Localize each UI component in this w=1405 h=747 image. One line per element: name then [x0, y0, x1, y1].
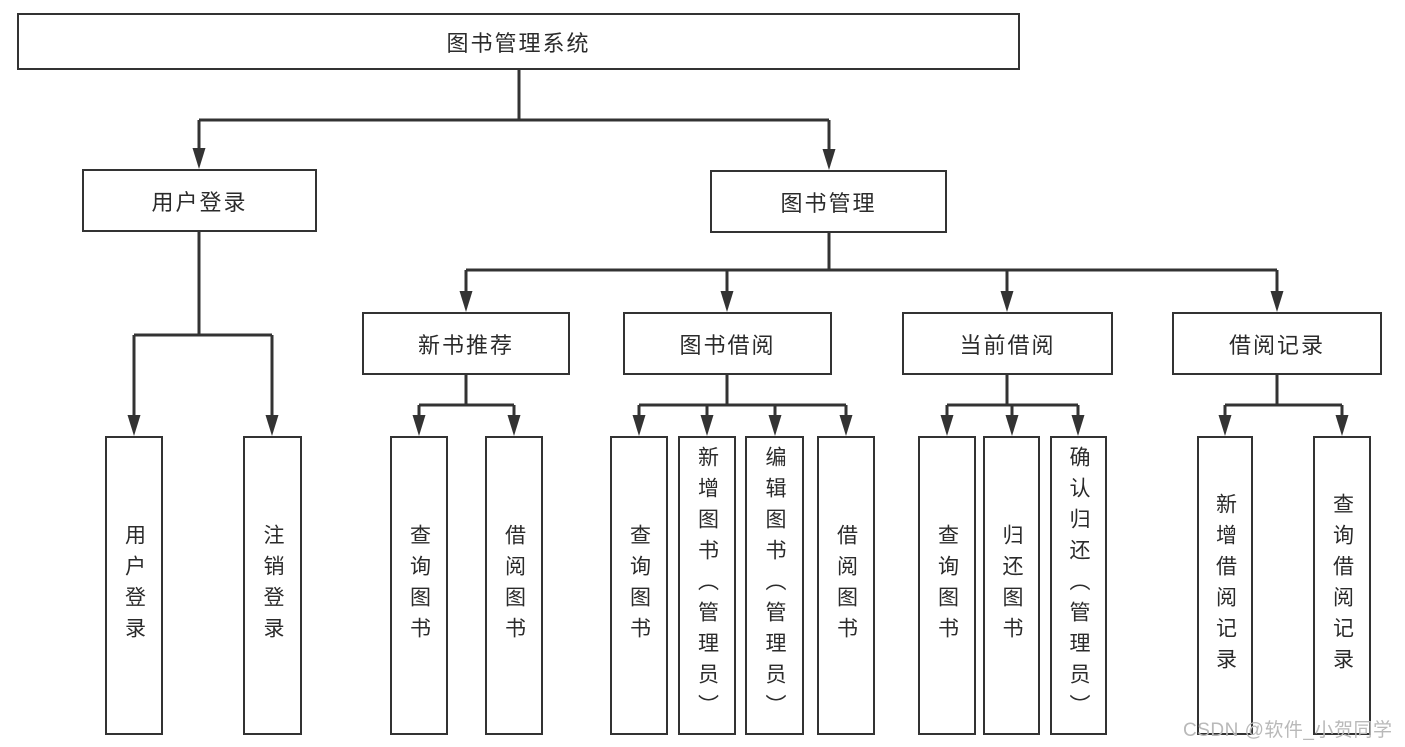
- node-current-borrow-label: 当前借阅: [959, 332, 1056, 358]
- leaf-label: 查询图书: [407, 523, 431, 648]
- leaf-label: 新增图书（管理员）: [695, 446, 719, 725]
- leaf-edit-book-admin: 编辑图书（管理员）: [745, 436, 804, 735]
- node-user-login: 用户登录: [82, 169, 317, 232]
- leaf-user-login: 用户登录: [105, 436, 163, 735]
- leaf-search-book-recommend: 查询图书: [390, 436, 448, 735]
- leaf-search-book-borrow: 查询图书: [610, 436, 668, 735]
- leaf-label: 借阅图书: [834, 523, 858, 648]
- node-book-borrow: 图书借阅: [623, 312, 832, 375]
- node-current-borrow: 当前借阅: [902, 312, 1113, 375]
- leaf-label: 查询图书: [627, 523, 651, 648]
- leaf-label: 借阅图书: [502, 523, 526, 648]
- leaf-add-book-admin: 新增图书（管理员）: [678, 436, 736, 735]
- leaf-label: 用户登录: [122, 523, 146, 648]
- leaf-borrow-book: 借阅图书: [817, 436, 875, 735]
- leaf-label: 确认归还（管理员）: [1067, 446, 1090, 725]
- node-root: 图书管理系统: [17, 13, 1020, 70]
- leaf-label: 查询借阅记录: [1330, 492, 1354, 679]
- leaf-add-borrow-record: 新增借阅记录: [1197, 436, 1253, 735]
- leaf-label: 编辑图书（管理员）: [763, 446, 786, 725]
- leaf-logout: 注销登录: [243, 436, 302, 735]
- node-book-management: 图书管理: [710, 170, 947, 233]
- node-borrow-records-label: 借阅记录: [1228, 332, 1325, 358]
- leaf-label: 新增借阅记录: [1213, 492, 1237, 679]
- leaf-search-book-current: 查询图书: [918, 436, 976, 735]
- leaf-confirm-return-admin: 确认归还（管理员）: [1050, 436, 1107, 735]
- node-root-label: 图书管理系统: [446, 30, 591, 56]
- node-book-management-label: 图书管理: [780, 190, 877, 216]
- leaf-label: 查询图书: [935, 523, 959, 648]
- arrowheads: [127, 148, 1349, 436]
- leaf-search-borrow-record: 查询借阅记录: [1313, 436, 1371, 735]
- leaf-label: 注销登录: [261, 523, 284, 648]
- node-borrow-records: 借阅记录: [1172, 312, 1382, 375]
- leaf-return-book: 归还图书: [983, 436, 1040, 735]
- leaf-borrow-book-recommend: 借阅图书: [485, 436, 543, 735]
- csdn-watermark: CSDN @软件_小贺同学: [1183, 720, 1393, 741]
- leaf-label: 归还图书: [1000, 523, 1023, 648]
- node-new-book-recommend: 新书推荐: [362, 312, 570, 375]
- node-book-borrow-label: 图书借阅: [679, 332, 776, 358]
- node-user-login-label: 用户登录: [151, 189, 248, 215]
- node-new-book-recommend-label: 新书推荐: [417, 332, 514, 358]
